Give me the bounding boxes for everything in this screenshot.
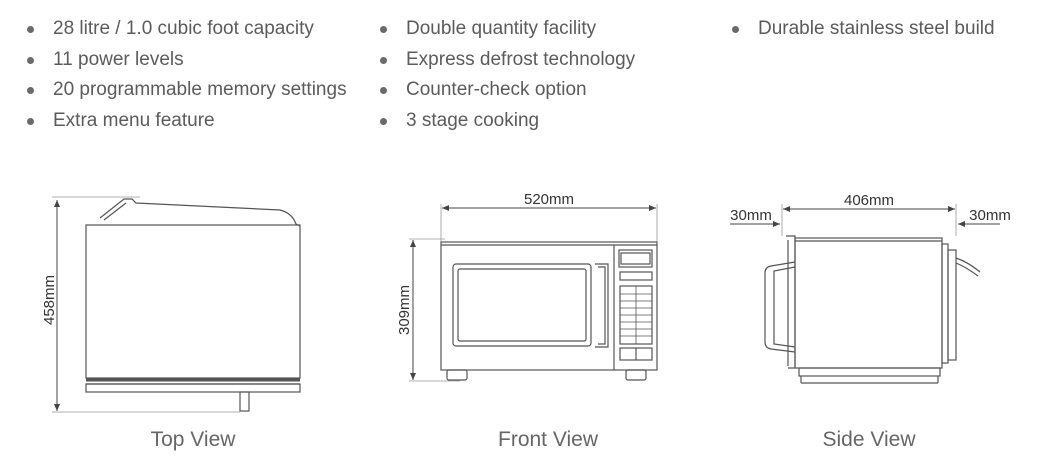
- feature-item: Extra menu feature: [26, 106, 347, 137]
- feature-item: 3 stage cooking: [379, 106, 635, 137]
- feature-item: Counter-check option: [379, 75, 635, 106]
- top-view-label: Top View: [150, 428, 236, 451]
- side-view-front-clearance-label: 30mm: [730, 207, 772, 224]
- top-view-depth-label: 458mm: [41, 275, 58, 325]
- side-view-rear-clearance-label: 30mm: [969, 207, 1011, 224]
- feature-item: Double quantity facility: [379, 14, 635, 45]
- front-view-width-label: 520mm: [524, 191, 574, 208]
- top-view-drawing: [52, 196, 301, 413]
- side-view-depth-label: 406mm: [844, 192, 894, 209]
- front-view-height-label: 309mm: [396, 285, 413, 335]
- side-view-drawing: [730, 204, 1000, 384]
- feature-column-3: Durable stainless steel build: [731, 14, 995, 45]
- feature-item: 20 programmable memory settings: [26, 75, 347, 106]
- feature-item: Durable stainless steel build: [731, 14, 995, 45]
- feature-item: 11 power levels: [26, 45, 347, 76]
- feature-item: 28 litre / 1.0 cubic foot capacity: [26, 14, 347, 45]
- feature-item: Express defrost technology: [379, 45, 635, 76]
- front-view-label: Front View: [498, 428, 598, 451]
- feature-list: 28 litre / 1.0 cubic foot capacity 11 po…: [0, 14, 1055, 144]
- feature-column-2: Double quantity facility Express defrost…: [379, 14, 635, 137]
- front-view-drawing: [409, 204, 658, 382]
- feature-column-1: 28 litre / 1.0 cubic foot capacity 11 po…: [26, 14, 347, 137]
- side-view-label: Side View: [822, 428, 916, 451]
